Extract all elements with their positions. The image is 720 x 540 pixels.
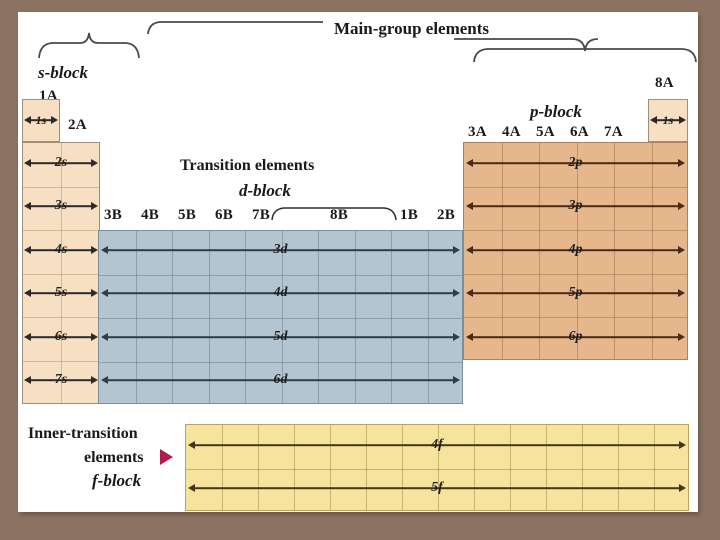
d-block-column-divider <box>281 231 283 403</box>
f-block-column-divider <box>654 425 655 510</box>
f-block-pointer-triangle <box>160 449 173 465</box>
group-header-5A: 5A <box>536 124 555 140</box>
group-header-8B: 8B <box>330 207 348 223</box>
f-block-grid <box>185 424 689 511</box>
p-block-row-divider <box>464 186 687 188</box>
d-block-row-divider <box>99 274 462 276</box>
d-block-column-divider <box>427 231 429 403</box>
group-header-3B: 3B <box>104 207 122 223</box>
group-header-8A: 8A <box>655 75 674 91</box>
p-block-column-divider <box>576 143 578 359</box>
group-header-7B: 7B <box>252 207 270 223</box>
group-header-3A: 3A <box>468 124 487 140</box>
inner-transition-label-line1: Inner-transition <box>28 425 138 442</box>
d-block-column-divider <box>318 231 319 403</box>
s-block-grid <box>22 142 100 404</box>
s-block-row-divider <box>23 273 99 275</box>
group-header-2B: 2B <box>437 207 455 223</box>
f-block-column-divider <box>582 425 583 510</box>
d-block-label: d-block <box>239 181 291 200</box>
s-block-row-divider <box>23 317 99 318</box>
group-header-5B: 5B <box>178 207 196 223</box>
s-block-row-divider <box>23 230 99 231</box>
group-header-6A: 6A <box>570 124 589 140</box>
f-block-column-divider <box>438 425 439 510</box>
s-block-row-divider <box>23 186 99 188</box>
d-block-column-divider <box>391 231 392 403</box>
f-block-column-divider <box>618 425 619 510</box>
p-block-column-divider <box>539 143 540 359</box>
f-block-column-divider <box>402 425 403 510</box>
s-block-row-divider <box>23 360 99 362</box>
f-block-column-divider <box>474 425 475 510</box>
group-header-7A: 7A <box>604 124 623 140</box>
d-block-row-divider <box>99 361 462 363</box>
group-header-2A: 2A <box>68 117 87 133</box>
p-block-row-divider <box>464 273 687 275</box>
inner-transition-label-line2: elements <box>84 449 144 466</box>
f-block-row-divider <box>186 468 688 470</box>
f-block-label: f-block <box>92 471 142 490</box>
p-block-grid <box>463 142 688 360</box>
f-block-column-divider <box>546 425 547 510</box>
d-block-column-divider <box>208 231 210 403</box>
p-block-row-divider <box>464 230 687 231</box>
p-block-label: p-block <box>530 102 582 121</box>
f-block-column-divider <box>330 425 331 510</box>
f-block-column-divider <box>258 425 259 510</box>
group-header-6B: 6B <box>215 207 233 223</box>
main-group-connector-brace <box>147 21 323 35</box>
d-block-grid <box>98 230 463 404</box>
main-group-label: Main-group elements <box>334 19 490 38</box>
d-block-column-divider <box>135 231 137 403</box>
f-block-column-divider <box>222 425 223 510</box>
main-group-right-brace <box>454 38 697 63</box>
d-block-column-divider <box>172 231 173 403</box>
helium-cell <box>648 99 688 142</box>
d-block-row-divider <box>99 318 462 319</box>
f-block-column-divider <box>366 425 367 510</box>
s-block-label: s-block <box>38 63 89 82</box>
p-block-column-divider <box>614 143 615 359</box>
figure-card: Main-group elements s-block p-block 1A 2… <box>18 12 698 512</box>
d-block-column-divider <box>354 231 356 403</box>
s-block-brace <box>38 32 140 59</box>
p-block-row-divider <box>464 317 687 318</box>
group-header-4A: 4A <box>502 124 521 140</box>
group-header-1B: 1B <box>400 207 418 223</box>
d-block-column-divider <box>245 231 246 403</box>
p-block-column-divider <box>651 143 653 359</box>
f-block-column-divider <box>294 425 295 510</box>
p-block-column-divider <box>501 143 503 359</box>
group-header-4B: 4B <box>141 207 159 223</box>
s-block-row1-cell <box>22 99 60 142</box>
group-8B-brace <box>271 207 397 221</box>
s-block-column-divider <box>61 143 62 403</box>
f-block-column-divider <box>510 425 511 510</box>
transition-elements-label: Transition elements <box>180 157 315 174</box>
